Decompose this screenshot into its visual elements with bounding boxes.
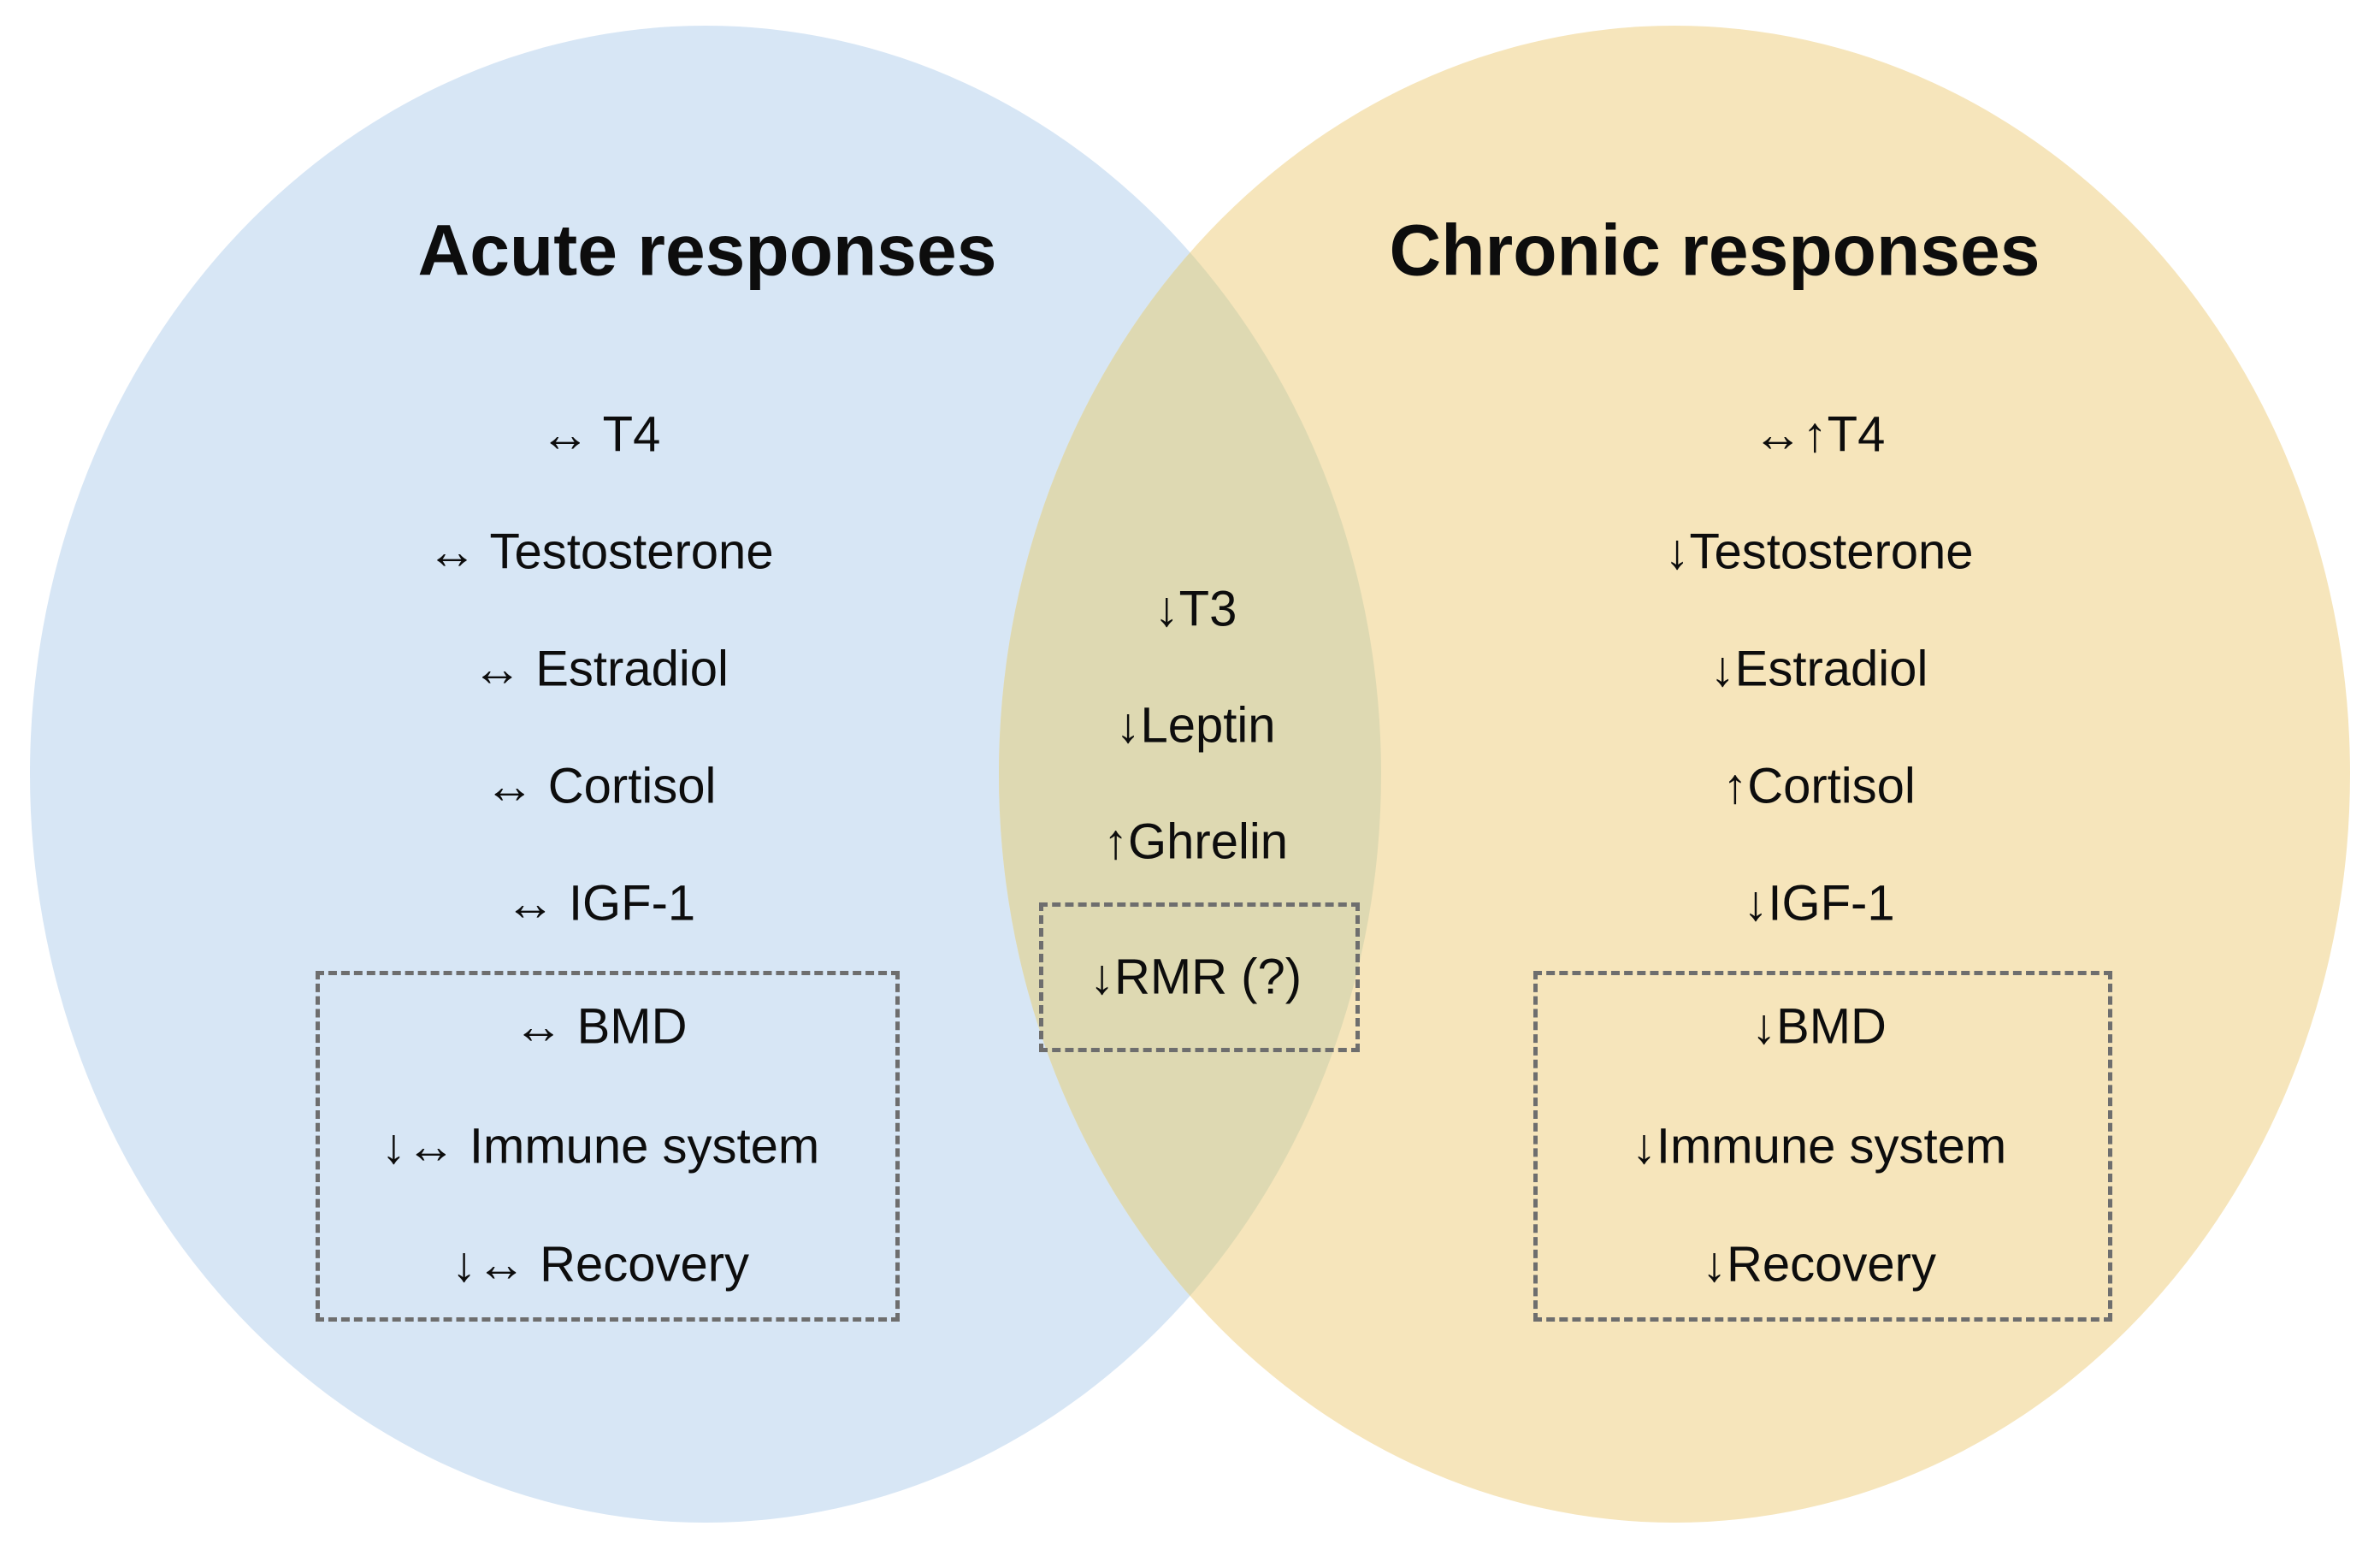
list-item: ↓BMD: [1751, 998, 1887, 1055]
acute-dashed-box: [316, 971, 900, 1322]
list-item: ↔↑T4: [1752, 406, 1886, 463]
list-item: ↔ BMD: [513, 998, 688, 1055]
list-item: ↓↔ Immune system: [381, 1118, 820, 1174]
list-item: ↑Cortisol: [1722, 758, 1916, 814]
list-item: ↔ Estradiol: [472, 641, 729, 697]
acute-title: Acute responses: [417, 210, 997, 291]
list-item: ↓Estradiol: [1710, 641, 1928, 697]
overlap-dashed-box: [1039, 902, 1360, 1052]
acute-circle: [30, 26, 1381, 1523]
chronic-dashed-box: [1533, 971, 2112, 1322]
list-item: ↔ IGF-1: [505, 875, 696, 932]
list-item: ↓RMR (?): [1089, 949, 1302, 1005]
list-item: ↓T3: [1154, 581, 1237, 637]
list-item: ↓↔ Recovery: [451, 1236, 750, 1293]
list-item: ↔ Cortisol: [484, 758, 717, 814]
list-item: ↓Immune system: [1631, 1118, 2007, 1174]
list-item: ↓Recovery: [1702, 1236, 1936, 1293]
chronic-circle: [999, 26, 2350, 1523]
list-item: ↑Ghrelin: [1103, 813, 1288, 870]
list-item: ↔ T4: [540, 406, 661, 463]
list-item: ↔ Testosterone: [427, 524, 774, 580]
list-item: ↓Leptin: [1115, 697, 1276, 754]
chronic-title: Chronic responses: [1389, 210, 2040, 291]
list-item: ↓Testosterone: [1664, 524, 1974, 580]
list-item: ↓IGF-1: [1743, 875, 1895, 932]
